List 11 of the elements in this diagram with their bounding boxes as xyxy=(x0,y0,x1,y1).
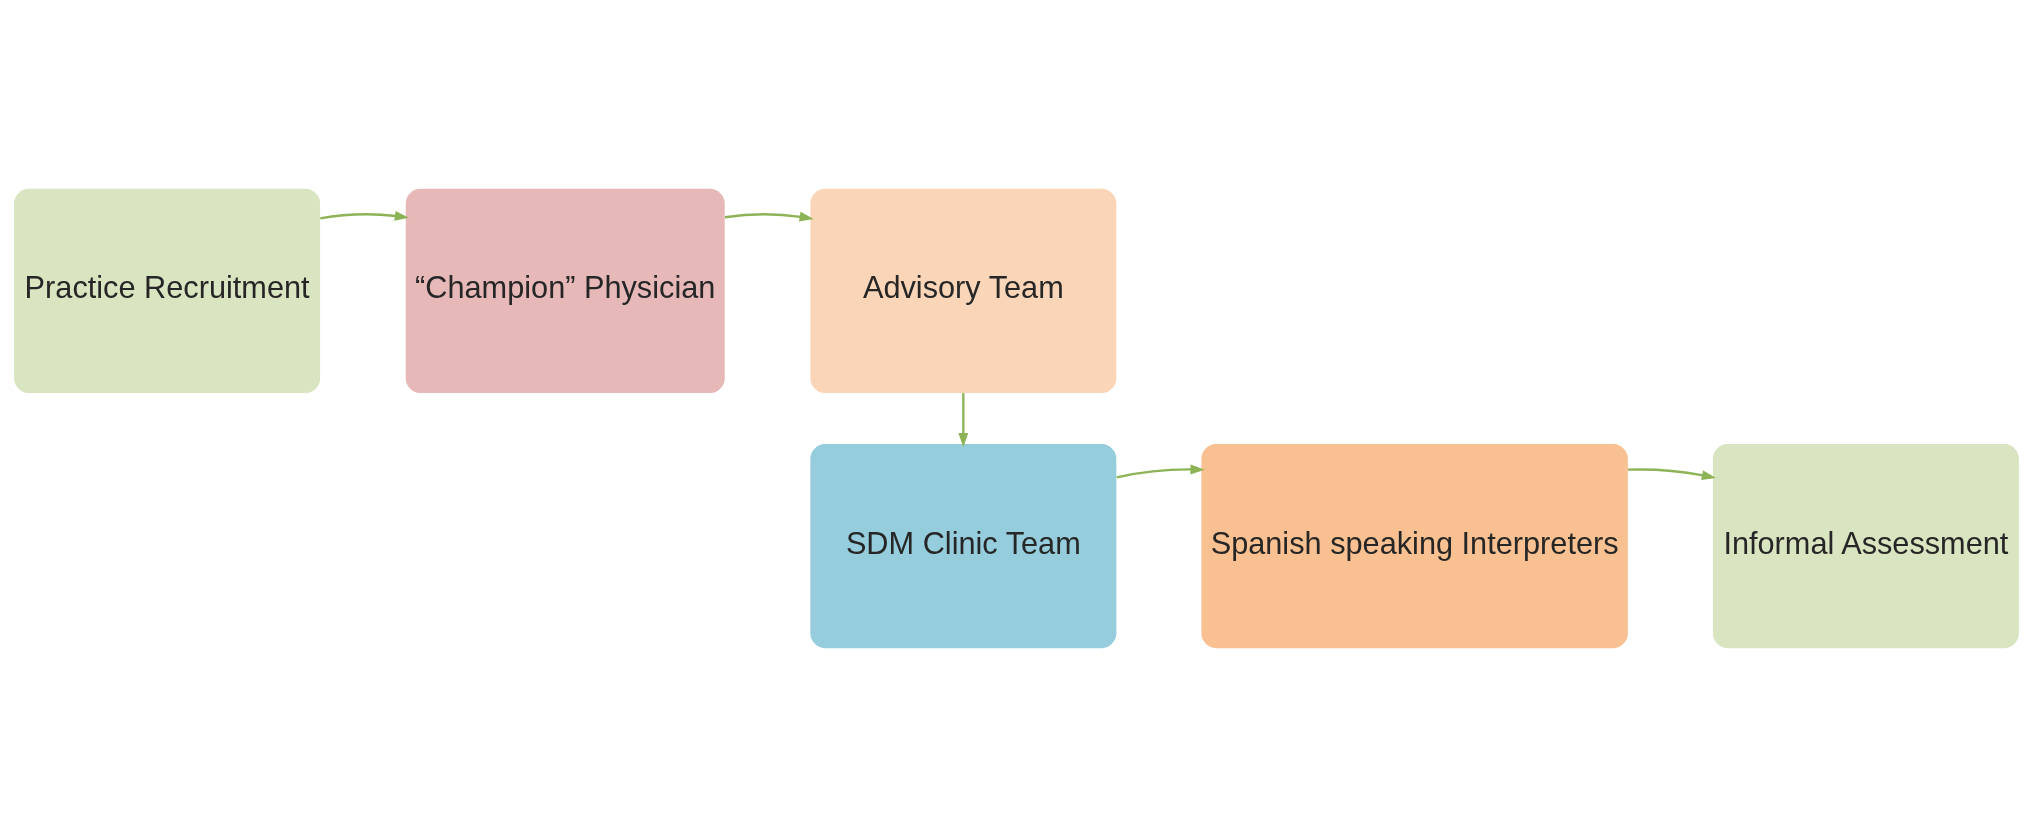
node-box: Informal Assessment xyxy=(1712,443,2019,649)
node-box: SDM Clinic Team xyxy=(810,443,1117,649)
arrow xyxy=(724,211,814,222)
arrow xyxy=(320,210,409,221)
node-box: “Champion” Physician xyxy=(405,188,725,394)
arrow xyxy=(958,393,969,448)
arrow xyxy=(1116,464,1205,479)
arrow xyxy=(1627,468,1716,481)
node-box: Advisory Team xyxy=(810,188,1117,394)
node-box: Practice Recruitment xyxy=(14,188,321,394)
node-box: Spanish speaking Interpreters xyxy=(1201,443,1628,649)
